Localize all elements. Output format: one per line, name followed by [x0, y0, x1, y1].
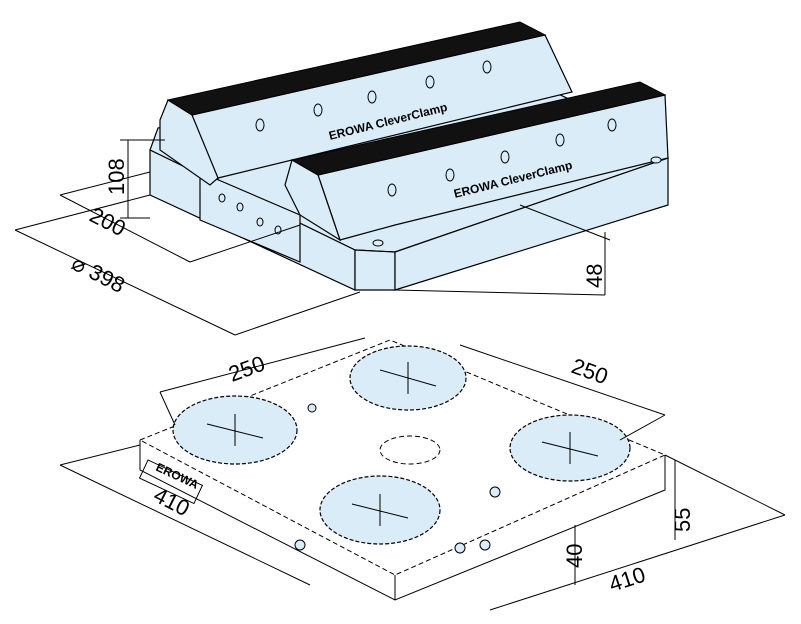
base-chamfer-face — [354, 249, 396, 291]
top-dimension-lines — [14, 139, 611, 336]
dim-height-55: 55 — [670, 508, 695, 532]
dim-width-200: 200 — [86, 202, 130, 241]
dim-length-410-right: 410 — [606, 562, 649, 597]
base-right-face — [394, 157, 669, 291]
bottom-dimension-lines — [59, 337, 786, 611]
rail-holes — [218, 60, 662, 247]
brand-plate — [138, 459, 204, 505]
pallet-top-outline — [138, 339, 667, 576]
dim-height-40: 40 — [562, 544, 587, 568]
chuck-units — [172, 345, 631, 545]
center-bore — [379, 435, 441, 465]
dim-spacing-250-left: 250 — [225, 351, 268, 387]
rail-back-jaw — [166, 21, 547, 116]
cleverclamp-top-assembly: EROWA CleverClamp EROWA CleverClamp — [149, 21, 669, 291]
dim-base-height-48: 48 — [582, 264, 607, 288]
rail-front-jaw — [290, 81, 667, 176]
side-plate — [199, 171, 301, 263]
dim-diameter-398: ⌀ 398 — [68, 250, 129, 298]
dim-height-108: 108 — [104, 158, 129, 195]
pallet-connectors — [294, 403, 501, 554]
